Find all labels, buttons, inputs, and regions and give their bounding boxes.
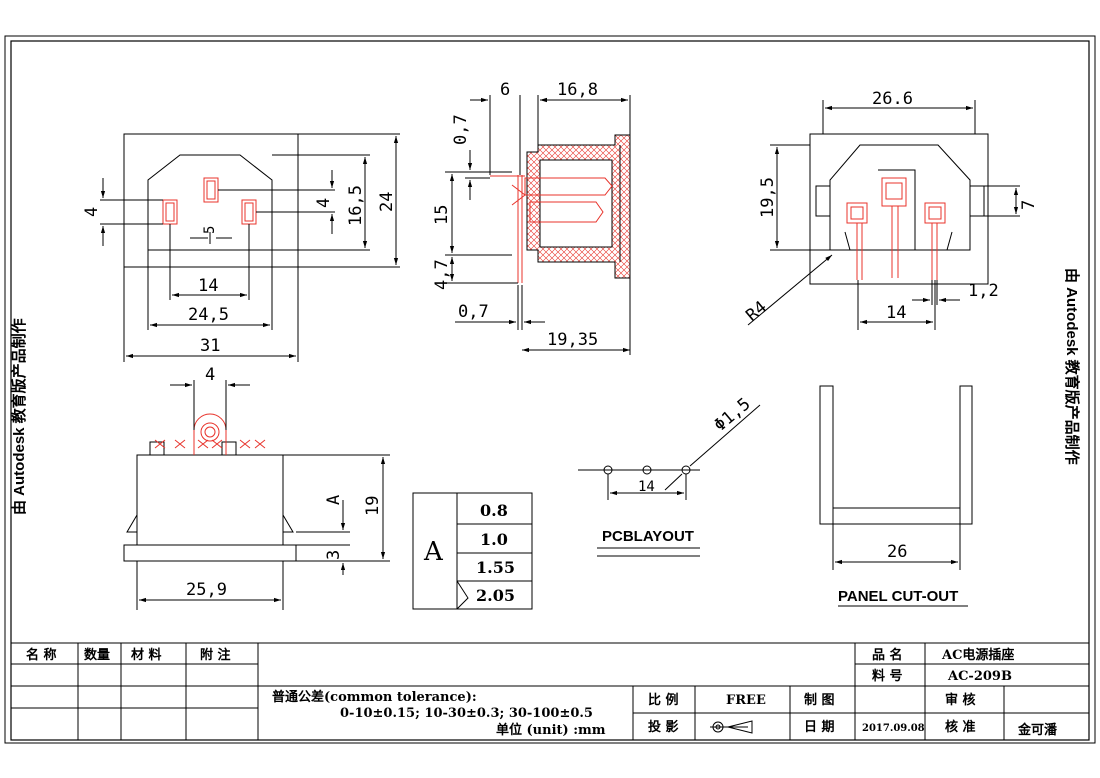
pcb-layout [578,404,761,557]
front-view [100,133,400,362]
back-view [747,100,1020,330]
pcb-dim-14: 14 [638,479,655,495]
a-table-value-4: 2.05 [476,586,515,605]
product-name-label: 品 名 [872,647,903,663]
a-table-value-2: 1.0 [480,530,508,549]
scale-value: FREE [726,693,766,708]
panel-dim-26: 26 [887,542,907,562]
front-dim-24-5: 24,5 [188,305,229,325]
tolerance-line1: 普通公差(common tolerance): [272,689,477,705]
back-dim-19-5: 19,5 [758,177,778,218]
date-value: 2017.09.08 [862,723,925,734]
bottom-dim-a: A [324,495,344,505]
projection-label: 投 影 [648,719,679,735]
tolerance-line2: 0-10±0.15; 10-30±0.3; 30-100±0.5 [340,706,593,721]
header-name: 名 称 [26,647,57,663]
drawn-label: 制 图 [804,692,835,708]
part-no-label: 料 号 [872,668,903,684]
header-material: 材 料 [131,647,162,663]
side-dim-15: 15 [432,205,452,225]
front-dim-24: 24 [377,192,397,212]
product-name-value: AC电源插座 [941,647,1014,663]
front-dim-5: 5 [202,226,218,234]
back-dim-26-6: 26.6 [872,89,913,109]
back-dim-r4: R4 [742,297,771,325]
bottom-dim-3: 3 [324,550,344,560]
a-table-value-3: 1.55 [476,558,515,577]
date-label: 日 期 [804,720,835,735]
back-dim-7: 7 [1019,200,1039,210]
header-note: 附 注 [200,647,231,663]
watermark-left: 由 Autodesk 教育版产品制作 [10,318,28,515]
part-no-value: AC-209B [947,669,1012,684]
side-dim-0-7-top: 0,7 [451,114,471,145]
side-dim-6: 6 [500,80,510,100]
side-dim-19-35: 19,35 [547,330,598,350]
scale-label: 比 例 [648,692,679,708]
panel-cutout-title: PANEL CUT-OUT [838,588,958,605]
front-dim-16-5: 16,5 [346,185,366,226]
back-dim-1-2: 1,2 [968,281,999,301]
a-table-key: A [423,537,444,567]
review-label: 审 核 [945,692,976,708]
front-dim-4-left: 4 [82,207,102,217]
front-dim-31: 31 [200,336,220,356]
title-block [10,642,1090,741]
bottom-view [123,380,390,610]
bottom-dim-25-9: 25,9 [186,580,227,600]
bottom-dim-19: 19 [363,496,383,516]
side-view [445,95,631,355]
watermark-right: 由 Autodesk 教育版产品制作 [1063,268,1081,465]
pcb-layout-title: PCBLAYOUT [602,528,694,545]
side-dim-16-8: 16,8 [557,80,598,100]
side-dim-0-7-bottom: 0,7 [458,302,489,322]
front-dim-4-right: 4 [314,198,334,208]
a-dimension-table [412,492,533,610]
approver-name: 金可潘 [1017,722,1058,738]
outer-border [4,35,1096,744]
panel-cutout [819,385,973,607]
side-dim-4-7: 4,7 [432,259,452,290]
a-table-value-1: 0.8 [480,501,508,520]
front-dim-14: 14 [198,276,218,296]
header-qty: 数量 [84,647,110,663]
back-dim-14: 14 [886,303,906,323]
approve-label: 核 准 [945,719,976,735]
unit-label: 单位 (unit) :mm [496,722,606,738]
bottom-dim-4: 4 [205,365,215,385]
